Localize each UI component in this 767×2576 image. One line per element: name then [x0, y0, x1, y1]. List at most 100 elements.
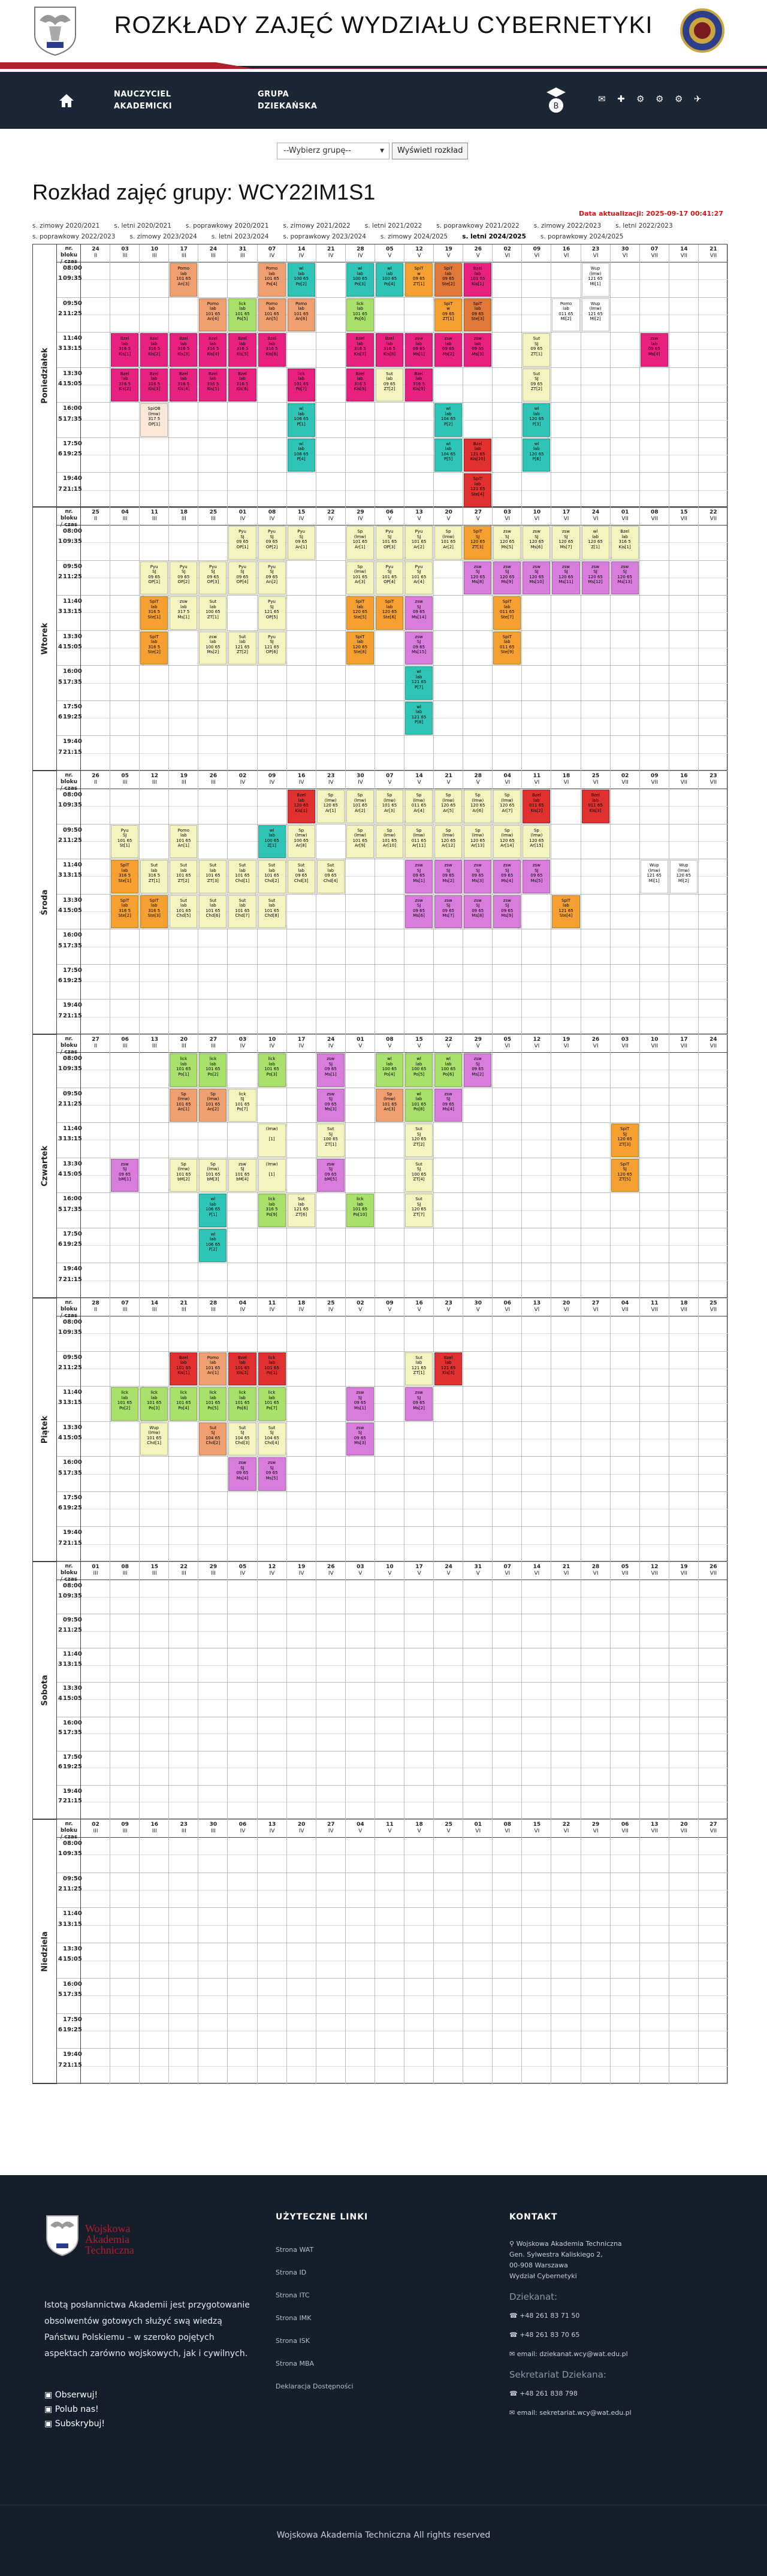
class-event[interactable]: zsw SJ 120 65 Ms[13] [611, 561, 639, 595]
semester-link[interactable]: s. poprawkowy 2024/2025 [540, 233, 624, 240]
class-event[interactable]: Sut lab 101 65 Chd[7] [228, 895, 256, 929]
class-event[interactable]: wl lab 106 65 P[4] [287, 438, 315, 472]
institute-icon[interactable]: ⚙ [636, 93, 645, 104]
class-event[interactable]: Sut lab 316 5 ZT[1] [140, 860, 168, 893]
footer-wat-logo[interactable] [44, 2213, 80, 2257]
class-event[interactable]: Pomo lab 101 65 An[3] [170, 263, 198, 297]
class-event[interactable]: wl lab 100 65 Po[5] [405, 1053, 433, 1087]
class-event[interactable]: zsw lab 09 65 Ms[3] [464, 333, 492, 367]
class-event[interactable]: zsw lab 100 65 Ms[2] [199, 631, 227, 665]
show-schedule-button[interactable]: Wyświetl rozkład [392, 143, 469, 159]
class-event[interactable]: Wup (lmw) 120 65 Ml[2] [669, 860, 697, 893]
class-event[interactable]: Bzel lab 316 5 Kis[6] [228, 368, 256, 402]
class-event[interactable]: Bzel lab 316 5 Kis[9] [405, 368, 433, 402]
class-event[interactable]: wl lab 120 65 P[3] [523, 403, 551, 437]
footer-link-wat[interactable]: Strona WAT [276, 2246, 314, 2254]
class-event[interactable]: Bzel lab 120 65 Kis[1] [287, 790, 315, 823]
class-event[interactable]: Pomo lab 101 65 Po[4] [258, 263, 286, 297]
twitter-link[interactable]: ▣ Obserwuj! [44, 2390, 98, 2400]
class-event[interactable]: Bzel lab 101 65 Kis[1] [464, 263, 492, 297]
class-event[interactable]: Sut lab 09 65 Chd[4] [316, 860, 345, 893]
class-event[interactable]: Sp (lmw) 101 65 bM[2] [170, 1158, 198, 1192]
class-event[interactable]: Pomo lab 101 65 An[1] [170, 825, 198, 859]
class-event[interactable]: zsw SJ 120 65 Ms[8] [464, 561, 492, 595]
class-event[interactable]: Sut lab 121 65 ZT[1] [405, 1352, 433, 1386]
class-event[interactable]: Sp (lmw) 120 65 Ar[6] [464, 790, 492, 823]
class-event[interactable]: Sp (lmw) 120 65 Ar[15] [523, 825, 551, 859]
class-event[interactable]: lick lab 101 65 Po[10] [346, 1194, 374, 1227]
class-event[interactable]: Sut lab 101 65 Chd[5] [170, 895, 198, 929]
class-event[interactable]: Sut SJ 104 65 Chd[2] [199, 1422, 227, 1456]
class-event[interactable]: Sp (lmw) 101 65 Ar[2] [346, 790, 374, 823]
class-event[interactable]: wl lab 106 65 P[2] [199, 1228, 227, 1263]
class-event[interactable]: Bzel lab 316 5 Kis[9] [346, 368, 374, 402]
class-event[interactable]: lick lab 101 65 Po[2] [199, 1053, 227, 1087]
class-event[interactable]: Pomo lab 101 65 An[6] [287, 298, 315, 332]
semester-link[interactable]: s. zimowy 2023/2024 [129, 233, 197, 240]
class-event[interactable]: Wup (lmw) 121 65 Ml[1] [640, 860, 668, 893]
semester-link[interactable]: s. poprawkowy 2020/2021 [185, 222, 269, 229]
class-event[interactable]: SpiT w 09 65 ZT[1] [405, 263, 433, 297]
class-event[interactable]: SpiT lab 316 5 Ste[3] [140, 895, 168, 929]
class-event[interactable]: SpiT lab 120 65 Ste[8] [346, 631, 374, 665]
institute-icon-2[interactable]: ⚙ [656, 93, 664, 104]
class-event[interactable]: zsw lab 317 5 Ms[1] [170, 596, 198, 630]
class-event[interactable]: Sp (lmw) 120 65 Ar[14] [493, 825, 521, 859]
faculty-emblem[interactable] [680, 8, 724, 53]
class-event[interactable]: Sp (lmw) 120 65 Ar[12] [434, 825, 463, 859]
class-event[interactable]: Pomo lab 011 65 Ml[2] [552, 298, 580, 332]
class-event[interactable]: Bzel lab 316 5 Kis[2] [111, 368, 139, 402]
class-event[interactable]: zsw lab 09 65 Ms[4] [640, 333, 668, 367]
class-event[interactable]: lick lab 101 65 Po[5] [228, 298, 256, 332]
semester-link[interactable]: s. zimowy 2024/2025 [380, 233, 448, 240]
class-event[interactable]: zsw SJ 120 65 Ms[6] [523, 526, 551, 560]
class-event[interactable]: Sut SJ 120 65 ZT[2] [405, 1124, 433, 1157]
class-event[interactable]: Wup (lmw) 121 65 Ml[2] [581, 298, 609, 332]
class-event[interactable]: wl lab 120 65 P[6] [523, 438, 551, 472]
class-event[interactable]: Sp (lmw) 101 65 An[2] [199, 1088, 227, 1122]
class-event[interactable]: Sut SJ 09 65 ZT[2] [523, 368, 551, 402]
institute-icon-3[interactable]: ⚙ [675, 93, 683, 104]
semester-link[interactable]: s. poprawkowy 2023/2024 [283, 233, 366, 240]
class-event[interactable]: wl lab 106 65 P[1] [199, 1194, 227, 1227]
class-event[interactable]: zsw SJ 09 65 Ms[5] [258, 1457, 286, 1491]
class-event[interactable]: zsw SJ 09 65 Ms[8] [464, 895, 492, 929]
class-event[interactable]: Pomo lab 101 65 An[1] [199, 1352, 227, 1386]
class-event[interactable]: Bzel lab 121 65 Kis[3] [434, 1352, 463, 1386]
class-event[interactable]: Sp (lmw) 120 65 Ar[13] [464, 825, 492, 859]
class-event[interactable]: lick lab 101 65 Po[2] [111, 1387, 139, 1421]
class-event[interactable]: zsw SJ 120 65 Ms[12] [581, 561, 609, 595]
medical-icon[interactable]: ✚ [617, 93, 625, 104]
class-event[interactable]: Sut lab 121 65 ZT[2] [228, 631, 256, 665]
class-event[interactable]: Pyu SJ 09 65 OP[1] [228, 526, 256, 560]
class-event[interactable]: Sp (lmw) 120 65 Ar[5] [434, 790, 463, 823]
class-event[interactable]: Sp (lmw) 101 65 Ar[3] [375, 790, 403, 823]
wat-eagle-logo[interactable] [31, 5, 79, 56]
class-event[interactable]: SpiT lab 316 5 Ste[2] [111, 895, 139, 929]
institute-icon-4[interactable]: ✈ [694, 93, 702, 104]
class-event[interactable]: SpiT lab 120 65 Ste[5] [346, 596, 374, 630]
class-event[interactable]: Pyu SJ 101 65 OP[3] [375, 526, 403, 560]
class-event[interactable]: Sut lab 101 65 ZT[3] [199, 860, 227, 893]
facebook-link[interactable]: ▣ Polub nas! [44, 2405, 99, 2414]
class-event[interactable]: Bzel lab 316 5 Kis[8] [375, 333, 403, 367]
class-event[interactable]: Pyu SJ 101 65 Ar[2] [405, 526, 433, 560]
class-event[interactable]: wl lab 100 65 Z[1] [258, 825, 286, 859]
class-event[interactable]: SpiT lab 316 5 Ste[1] [111, 860, 139, 893]
semester-link[interactable]: s. poprawkowy 2022/2023 [32, 233, 116, 240]
class-event[interactable]: SpiT lab 09 65 Ste[2] [434, 263, 463, 297]
class-event[interactable]: Bzel lab 316 5 Kis[3] [170, 333, 198, 367]
class-event[interactable]: zsw SJ 120 65 Ms[11] [552, 561, 580, 595]
class-event[interactable]: zsw SJ 101 65 bM[4] [228, 1158, 256, 1192]
class-event[interactable]: zsw SJ 09 65 Ms[15] [405, 631, 433, 665]
class-event[interactable]: SpiT lab 011 65 Ste[9] [493, 631, 521, 665]
class-event[interactable]: Sut lab 121 65 ZT[6] [287, 1194, 315, 1227]
class-event[interactable]: wl lab 106 65 P[1] [287, 403, 315, 437]
semester-link[interactable]: s. letni 2021/2022 [364, 222, 422, 229]
semester-link[interactable]: s. letni 2022/2023 [615, 222, 673, 229]
class-event[interactable]: Sp (lmw) 101 65 Ar[10] [375, 825, 403, 859]
class-event[interactable]: zsw SJ 120 65 Ms[9] [493, 561, 521, 595]
class-event[interactable]: lick lab 101 65 Po[5] [199, 1387, 227, 1421]
semester-link[interactable]: s. zimowy 2022/2023 [533, 222, 602, 229]
class-event[interactable]: lick lab 101 65 Po[4] [170, 1387, 198, 1421]
